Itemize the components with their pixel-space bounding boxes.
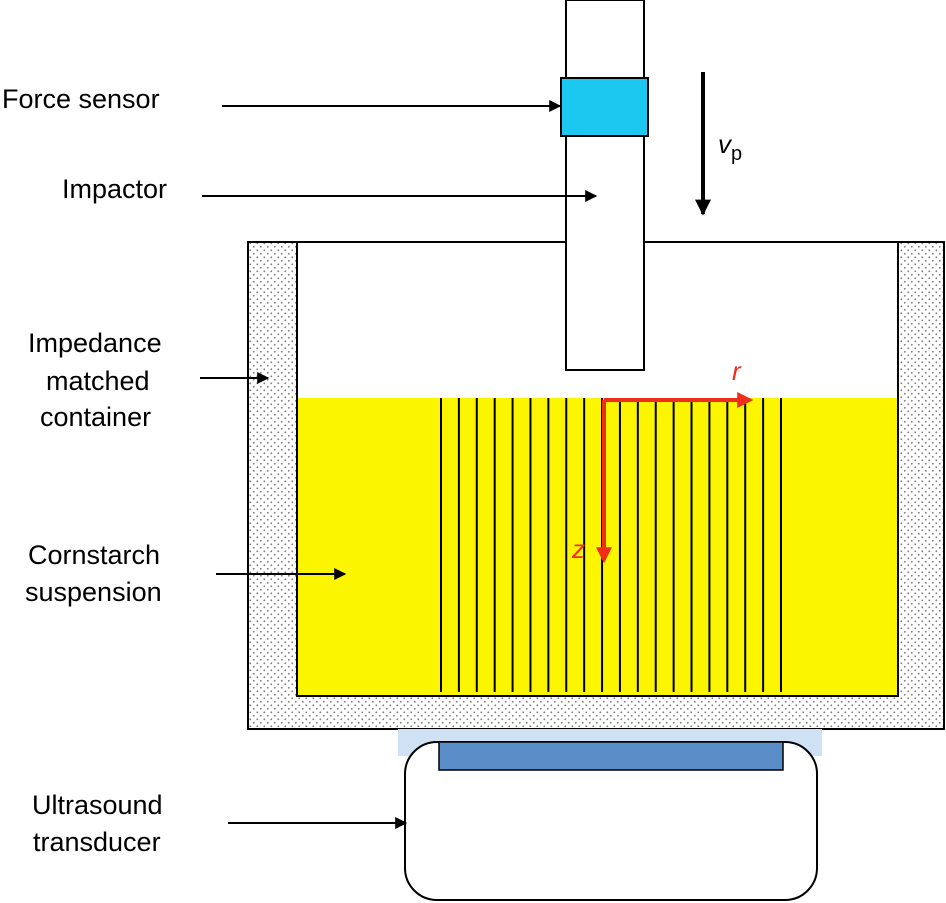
z-axis-label: z	[571, 534, 585, 564]
container-label-line2: matched	[46, 366, 150, 396]
r-axis-label: r	[732, 356, 742, 386]
velocity-label: vp	[718, 129, 742, 165]
measurement-lines	[440, 398, 782, 692]
transducer-label-line2: transducer	[33, 827, 161, 857]
coordinate-axes: r z	[571, 356, 754, 564]
impactor	[565, 0, 645, 371]
force-sensor	[560, 77, 649, 137]
impactor-label: Impactor	[62, 174, 167, 204]
container-label-line3: container	[40, 402, 151, 432]
suspension-label-line2: suspension	[25, 577, 162, 607]
transducer-plate	[438, 741, 784, 771]
container-label-line1: Impedance	[28, 328, 162, 358]
force-sensor-label: Force sensor	[2, 84, 160, 114]
transducer-label-line1: Ultrasound	[32, 790, 163, 820]
cornstarch-suspension	[298, 398, 897, 695]
suspension-label-line1: Cornstarch	[28, 540, 160, 570]
